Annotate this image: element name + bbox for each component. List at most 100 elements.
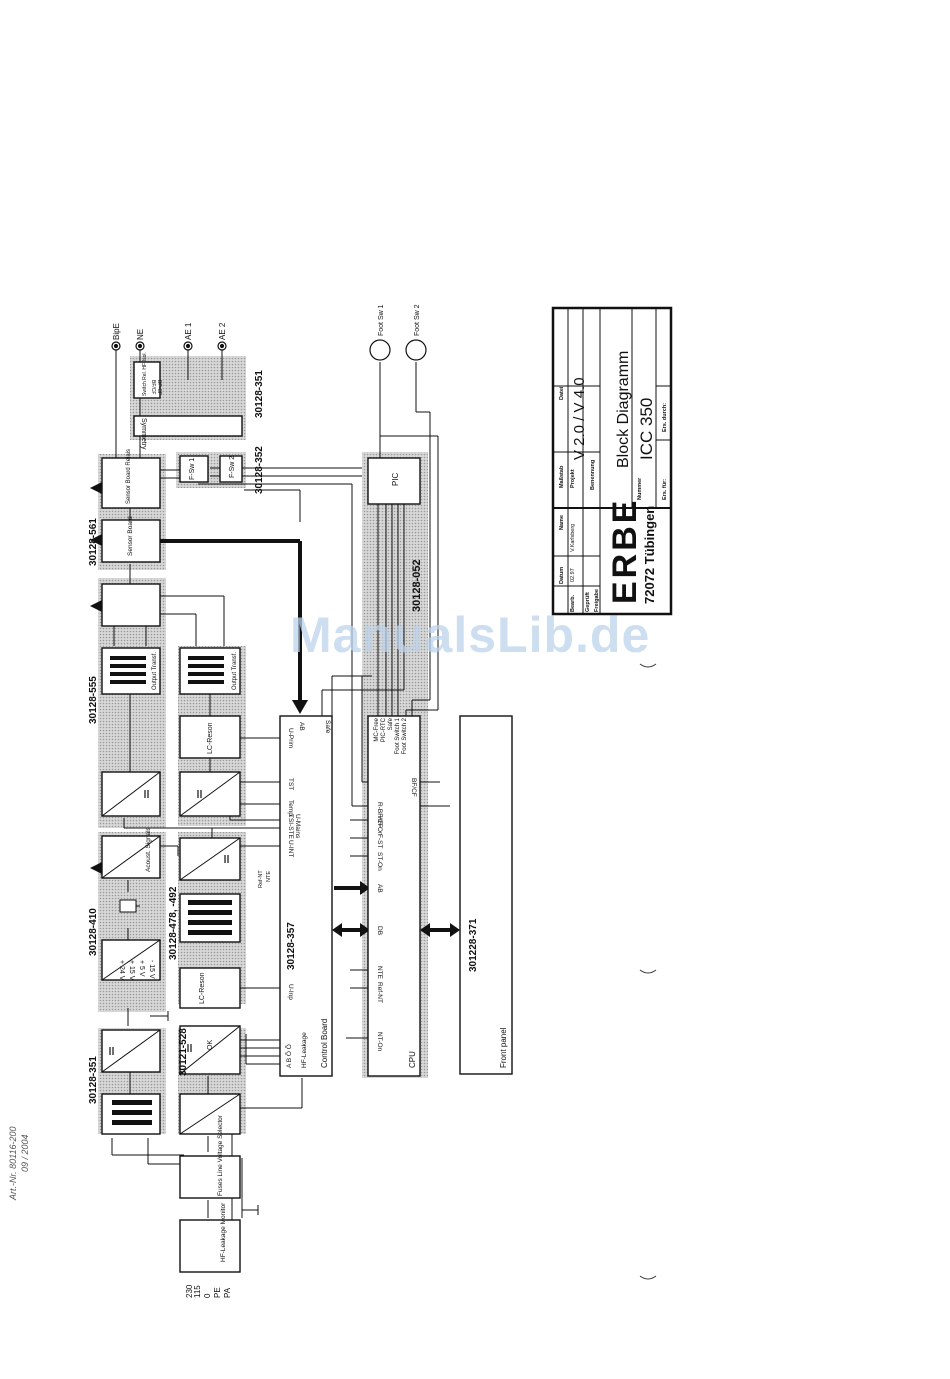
block-sensor-relais [101, 457, 161, 509]
signal-ab: AB [298, 722, 305, 731]
potentiometer [119, 899, 137, 913]
equals-marks [109, 790, 229, 1055]
tb-version: V 2.0 / V 4.0 [571, 377, 588, 460]
tb-product: ICC 350 [637, 398, 656, 460]
board-30128-352: 30128-352 [254, 446, 265, 494]
input-0: 0 [203, 1293, 212, 1298]
tb-nummer-label: Nummer [637, 477, 643, 500]
transformer-bars [110, 656, 232, 1125]
tb-header-massstab: Maßstab [559, 465, 565, 488]
cpu-bf-cf: BF/CF [410, 778, 417, 797]
label-switch-rel: Switch Rel. HF-Isol. [142, 352, 148, 396]
label-sensor-board: Sensor Board [127, 516, 134, 556]
tb-row-bearb-date: 02.97 [570, 568, 576, 582]
art-date: 09 / 2004 [20, 1134, 30, 1172]
input-115: 115 [193, 1285, 202, 1298]
label-bp-cf: BP-CF [156, 380, 162, 395]
board-30128-357: 30128-357 [286, 922, 297, 970]
board-301228-371: 301228-371 [468, 918, 479, 972]
tb-city: 72072 Tübingen [642, 506, 657, 604]
cpu-db: DB [376, 926, 383, 935]
cpu-foot-switch-2: Foot Switch 2 [402, 717, 408, 754]
blocks [101, 361, 513, 1273]
tb-title: Block Diagramm [615, 351, 632, 468]
cpu-r-bf-cf: R-BF/CF [376, 802, 383, 828]
label-sensor-relais: Sensor Board Relais [126, 449, 132, 504]
board-30128-351-a: 30128-351 [88, 1056, 99, 1104]
label-lc-reson-1: LC-Reson [207, 722, 214, 754]
signal-u-prim: U-Prim [287, 728, 294, 748]
buses [90, 482, 460, 937]
board-30121-528: 30121-528 [178, 1028, 189, 1076]
signal-nte-ctrl: NTE [266, 871, 272, 882]
output-bipe: BipE [112, 323, 121, 340]
signal-temp: Temp. [287, 800, 294, 818]
converter-diagonals [101, 771, 241, 1135]
signal-tsi-ste: TSI-STE [287, 814, 294, 840]
voltage-m15: - 15 V [148, 960, 155, 979]
input-pe: PE [213, 1287, 222, 1298]
output-ae2: AE 2 [218, 322, 227, 340]
block-control-board [279, 715, 333, 1077]
board-30128-052: 30128-052 [411, 559, 423, 612]
cpu-safe: Safe [388, 717, 394, 730]
signal-u-inp: U-Inp [287, 984, 294, 1000]
label-hf-leakage-monitor: HF-Leakage Monitor [220, 1202, 227, 1262]
signal-safe: Safe [324, 720, 331, 734]
cpu-nt-on: NT-On [376, 1032, 383, 1052]
block-symmetry [133, 415, 243, 437]
block-hf-leakage-monitor [179, 1219, 241, 1273]
board-30128-555: 30128-555 [88, 676, 99, 724]
block-cpu [367, 715, 421, 1077]
signal-u-mains: U-Mains [294, 814, 301, 839]
label-bf-cf: BF/CF [150, 380, 156, 394]
input-230: 230 [185, 1284, 194, 1298]
voltage-24: + 24 V [118, 960, 125, 981]
tb-row-bearb-name: V.Karlsberg [570, 524, 576, 552]
cpu-nte: NTE [376, 966, 383, 980]
output-ne: NE [136, 329, 145, 340]
label-symmetry: Symmetry [140, 418, 147, 450]
tb-benennung-label: Benennung [590, 460, 596, 490]
board-30128-410: 30128-410 [88, 908, 99, 956]
output-terminals [111, 341, 227, 351]
signal-hf-leakage: HF-Leakage [301, 1032, 308, 1068]
board-30128-351-b: 30128-351 [254, 370, 265, 418]
signal-u-int: U-INT [287, 840, 294, 857]
label-lc-reson-2: LC-Reson [199, 972, 206, 1004]
wires [111, 350, 450, 1270]
tb-header-datei: Datei [559, 386, 565, 400]
block-front-panel [459, 715, 513, 1075]
block-pic [367, 457, 421, 505]
cpu-ab: AB [376, 884, 383, 893]
foot-switch-2-label: Foot Sw 2 [414, 304, 421, 336]
title-block [551, 306, 673, 616]
tb-header-datum: Datum [559, 567, 565, 584]
voltage-5: + 5 V [138, 960, 145, 977]
voltage-15: + 15 V [128, 960, 135, 981]
label-ok: OK [207, 1040, 214, 1050]
signal-abxx: A B Õ Õ [284, 1044, 293, 1068]
output-ae1: AE 1 [184, 322, 193, 340]
tb-ers-fuer: Ers. für: [662, 479, 668, 500]
tb-header-name: Name [559, 515, 565, 530]
cpu-foot-switch-1: Foot Switch 1 [395, 717, 401, 754]
tb-projekt-label: Projekt [570, 469, 576, 488]
tb-row-bearb: Bearb. [570, 594, 576, 612]
input-pa: PA [223, 1287, 232, 1298]
signal-tst: TST [287, 778, 294, 790]
foot-switch-symbols [369, 339, 427, 361]
block-fuses [179, 1155, 241, 1199]
cpu-st-on: ST-On [376, 852, 383, 871]
label-fsw1: F-Sw 1 [189, 458, 196, 480]
label-acoustic-signals: Acoust. Signals [145, 826, 152, 872]
cpu-hf-on: HF-On [376, 816, 383, 836]
label-fsw2: F-Sw 2 [229, 456, 236, 478]
board-30128-478: 30128-478, -492 [168, 886, 179, 960]
tb-row-freigabe: Freigabe [594, 589, 600, 612]
label-output-transf-1: Output Transf. [152, 652, 158, 690]
cpu-mc-free: MC-Free [374, 717, 380, 741]
page-marks [639, 663, 657, 1280]
